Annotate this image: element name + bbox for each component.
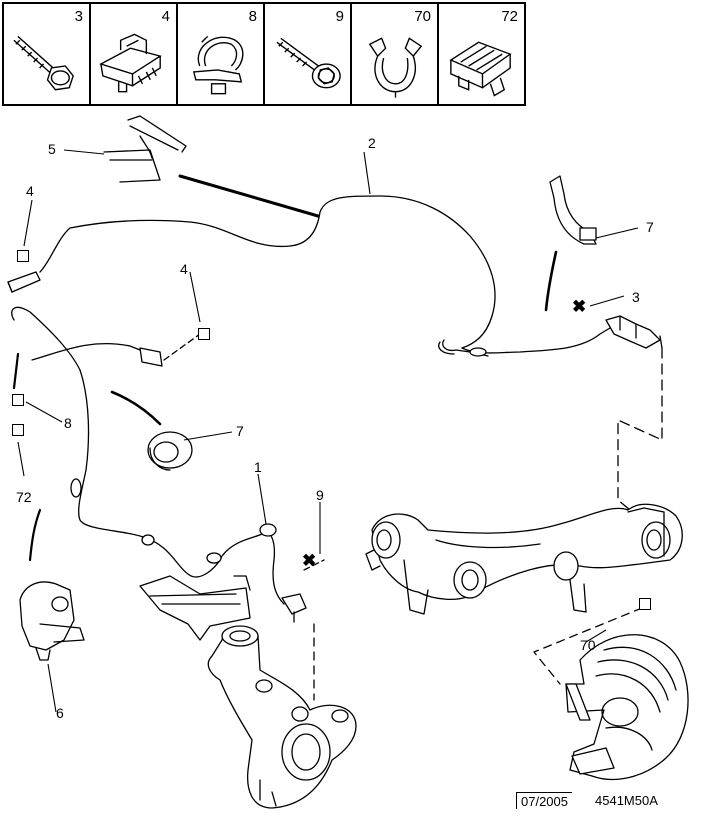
legend-number: 70 — [414, 8, 431, 25]
legend-cell-70: 70 — [352, 4, 439, 104]
wiring-harness-1 — [11, 306, 285, 605]
brake-backing-plate — [565, 634, 689, 781]
bracket-5 — [103, 115, 187, 183]
reference-box — [12, 424, 24, 436]
callout-70: 70 — [580, 637, 596, 653]
steering-knuckle — [207, 625, 357, 809]
callout-3: 3 — [632, 289, 640, 305]
cable-clip-icon — [192, 35, 244, 95]
callout-4-lower: 4 — [180, 261, 188, 277]
heat-shield-bracket — [139, 575, 251, 641]
grommet-7 — [147, 431, 193, 471]
drawing-date: 07/2005 — [516, 792, 572, 809]
bolt-flange-icon — [13, 35, 74, 91]
wiring-harness-2 — [39, 174, 621, 357]
clip-7-upper — [544, 175, 597, 312]
cable-connector-3 — [605, 315, 663, 349]
callout-4-upper: 4 — [26, 183, 34, 199]
pipe-clamp-icon — [368, 37, 423, 98]
block-clip-icon — [449, 41, 512, 97]
callout-2: 2 — [368, 135, 376, 151]
reference-box — [12, 394, 24, 406]
callout-6: 6 — [56, 705, 64, 721]
callout-9: 9 — [316, 487, 324, 503]
callout-7-lower: 7 — [236, 423, 244, 439]
legend-number: 9 — [335, 8, 344, 25]
cross-marker: ✖ — [572, 297, 587, 316]
legend-cell-3: 3 — [4, 4, 91, 104]
reference-box — [639, 598, 651, 610]
legend-number: 3 — [74, 8, 83, 25]
legend-cell-4: 4 — [91, 4, 178, 104]
bolt-washer-icon — [276, 37, 341, 89]
callout-8: 8 — [64, 415, 72, 431]
callout-7-upper: 7 — [646, 219, 654, 235]
rear-axle-beam — [365, 503, 683, 615]
cross-marker: ✖ — [302, 551, 317, 570]
wheel-speed-sensor — [281, 559, 325, 701]
clip-6 — [19, 581, 85, 661]
drawing-reference: 4541M50A — [595, 793, 658, 808]
speed-sensor-connector — [7, 271, 41, 293]
callout-72: 72 — [16, 489, 32, 505]
legend-cell-8: 8 — [178, 4, 265, 104]
legend-number: 72 — [501, 8, 518, 25]
reference-box — [17, 250, 29, 262]
reference-box — [198, 328, 210, 340]
clip-retainer-icon — [99, 33, 162, 93]
abs-sensor-wiring-diagram — [7, 115, 689, 809]
parts-legend: 3 4 8 — [2, 2, 526, 106]
legend-cell-72: 72 — [439, 4, 524, 104]
callout-5: 5 — [48, 141, 56, 157]
legend-cell-9: 9 — [265, 4, 352, 104]
legend-number: 8 — [248, 8, 257, 25]
legend-number: 4 — [161, 8, 170, 25]
callout-1: 1 — [254, 459, 262, 475]
